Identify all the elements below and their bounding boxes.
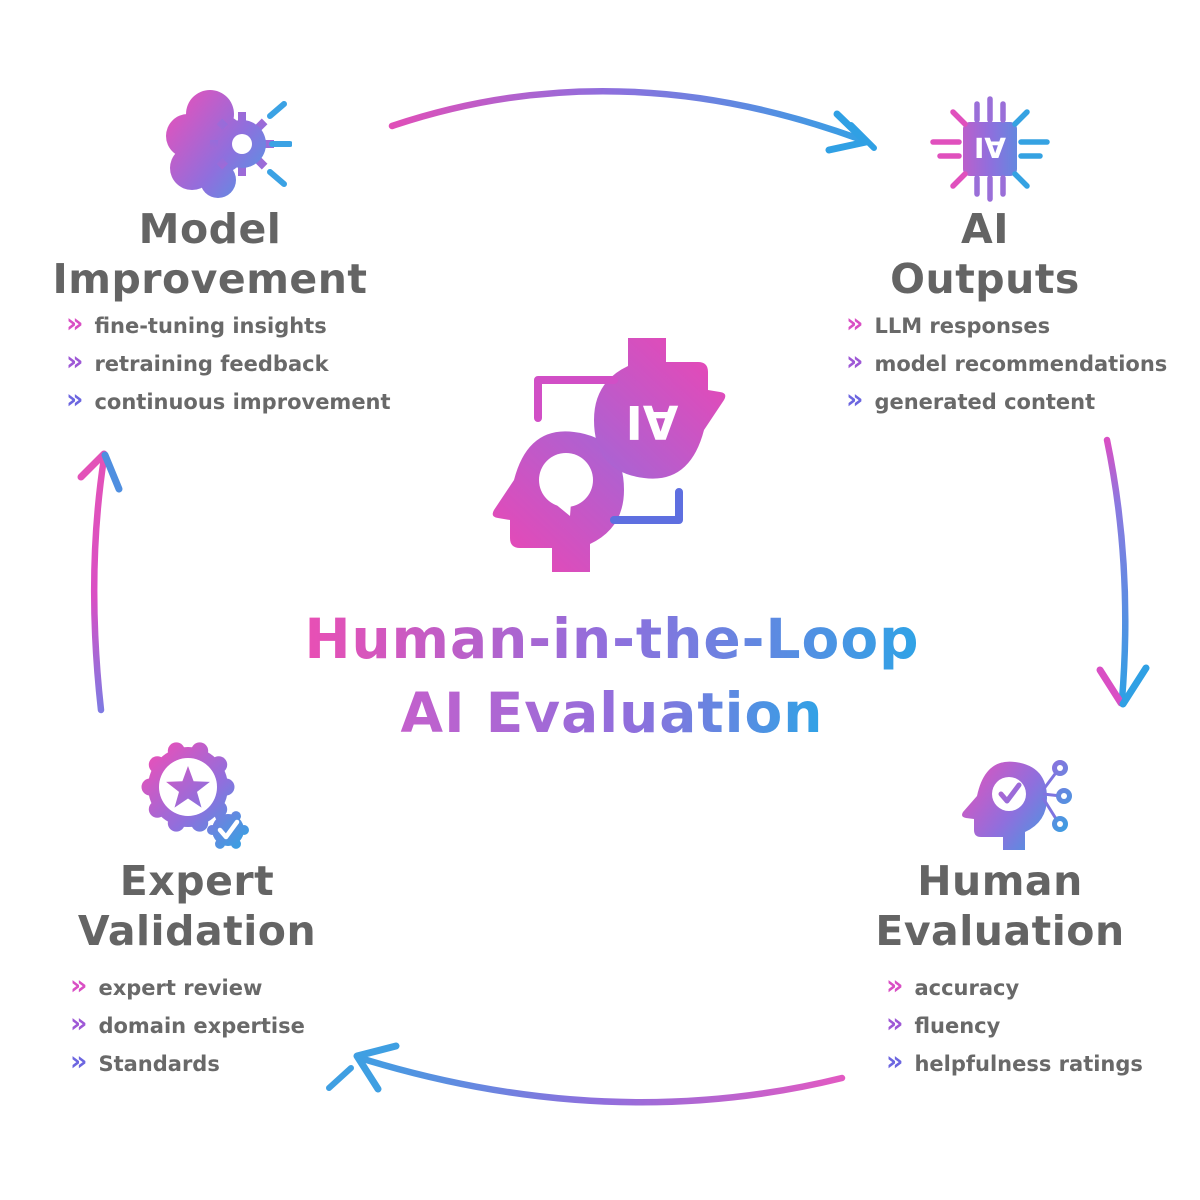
motion-lines [267, 101, 292, 187]
list-item: » helpfulness ratings [886, 1046, 1143, 1077]
list-item: » model recommendations [846, 346, 1168, 377]
chevron-bullet-icon: » [886, 1046, 904, 1077]
node-title-ai-outputs: AI Outputs [820, 204, 1150, 304]
bullet-text: LLM responses [874, 314, 1051, 338]
list-item: » Standards [70, 1046, 305, 1077]
title-line-2: AI Evaluation [401, 681, 824, 745]
arrow-bottom [326, 1042, 846, 1106]
diagram-title: Human-in-the-Loop AI Evaluation [305, 607, 920, 745]
expert-validation-line2: Validation [77, 907, 317, 955]
chevron-bullet-icon: » [70, 1008, 88, 1039]
ai-outputs-line2: Outputs [890, 255, 1080, 303]
head-circle-cutout [992, 777, 1026, 811]
chevron-bullet-icon: » [886, 1008, 904, 1039]
bullet-text: helpfulness ratings [914, 1052, 1143, 1076]
node-title-model-improvement: Model Improvement [40, 204, 380, 304]
model-improvement-line1: Model [138, 205, 282, 253]
chip-rays-left [930, 109, 968, 189]
chevron-bullet-icon: » [886, 970, 904, 1001]
bullet-text: fluency [914, 1014, 1001, 1038]
ai-chip-icon: AI [930, 96, 1050, 202]
chevron-bullet-icon: » [846, 308, 864, 339]
human-evaluation-line2: Evaluation [875, 907, 1125, 955]
bullet-text: generated content [874, 390, 1096, 414]
list-item: » continuous improvement [66, 384, 391, 415]
list-item: » accuracy [886, 970, 1143, 1001]
title-line-1: Human-in-the-Loop [305, 607, 920, 671]
network-nodes [1052, 760, 1072, 832]
chevron-bullet-icon: » [66, 346, 84, 377]
bullet-text: Standards [98, 1052, 220, 1076]
human-evaluation-line1: Human [917, 857, 1083, 905]
list-item: » fluency [886, 1008, 1143, 1039]
list-item: » generated content [846, 384, 1167, 415]
chevron-bullet-icon: » [846, 384, 864, 415]
model-improvement-bullets: » fine-tuning insights » retraining feed… [66, 308, 391, 415]
list-item: » fine-tuning insights [66, 308, 391, 339]
badge-star-icon [141, 742, 249, 849]
list-item: » retraining feedback [66, 346, 391, 377]
expert-validation-line1: Expert [119, 857, 275, 905]
ai-outputs-line1: AI [961, 205, 1009, 253]
loop-bracket-blue [610, 488, 683, 524]
expert-validation-bullets: » expert review » domain expertise » Sta… [70, 970, 305, 1077]
chip-pins [974, 96, 1006, 202]
check-icon [998, 782, 1022, 804]
center-ai-label: AI [626, 395, 679, 449]
list-item: » LLM responses [846, 308, 1167, 339]
bullet-text: continuous improvement [94, 390, 391, 414]
loop-bracket-pink [534, 376, 618, 422]
chip-rays-right [1012, 109, 1050, 189]
node-title-expert-validation: Expert Validation [30, 856, 364, 956]
bullet-text: model recommendations [874, 352, 1168, 376]
gear-shape [210, 112, 274, 176]
chip-body [963, 122, 1017, 176]
human-head-brain-cutout [539, 453, 593, 516]
chevron-bullet-icon: » [66, 308, 84, 339]
list-item: » expert review [70, 970, 305, 1001]
list-item: » domain expertise [70, 1008, 305, 1039]
head-network-icon [962, 760, 1072, 850]
node-title-human-evaluation: Human Evaluation [833, 856, 1167, 956]
star-shape [166, 766, 210, 808]
arrow-top [388, 88, 877, 154]
chevron-bullet-icon: » [70, 970, 88, 1001]
bullet-text: domain expertise [98, 1014, 305, 1038]
check-gear-shape [207, 811, 249, 849]
human-ai-loop-icon: AI [492, 338, 726, 572]
chevron-bullet-icon: » [70, 1046, 88, 1077]
human-evaluation-bullets: » accuracy » fluency » helpfulness ratin… [886, 970, 1143, 1077]
model-improvement-line2: Improvement [52, 255, 368, 303]
bullet-text: accuracy [914, 976, 1020, 1000]
brain-gear-icon [166, 90, 292, 198]
chip-ai-label: AI [974, 131, 1006, 164]
bullet-text: expert review [98, 976, 263, 1000]
ai-outputs-bullets: » LLM responses » model recommendations … [846, 308, 1168, 415]
chevron-bullet-icon: » [846, 346, 864, 377]
arrow-left [77, 450, 123, 714]
arrow-right [1096, 436, 1150, 708]
chevron-bullet-icon: » [66, 384, 84, 415]
bullet-text: fine-tuning insights [94, 314, 327, 338]
bullet-text: retraining feedback [94, 352, 329, 376]
